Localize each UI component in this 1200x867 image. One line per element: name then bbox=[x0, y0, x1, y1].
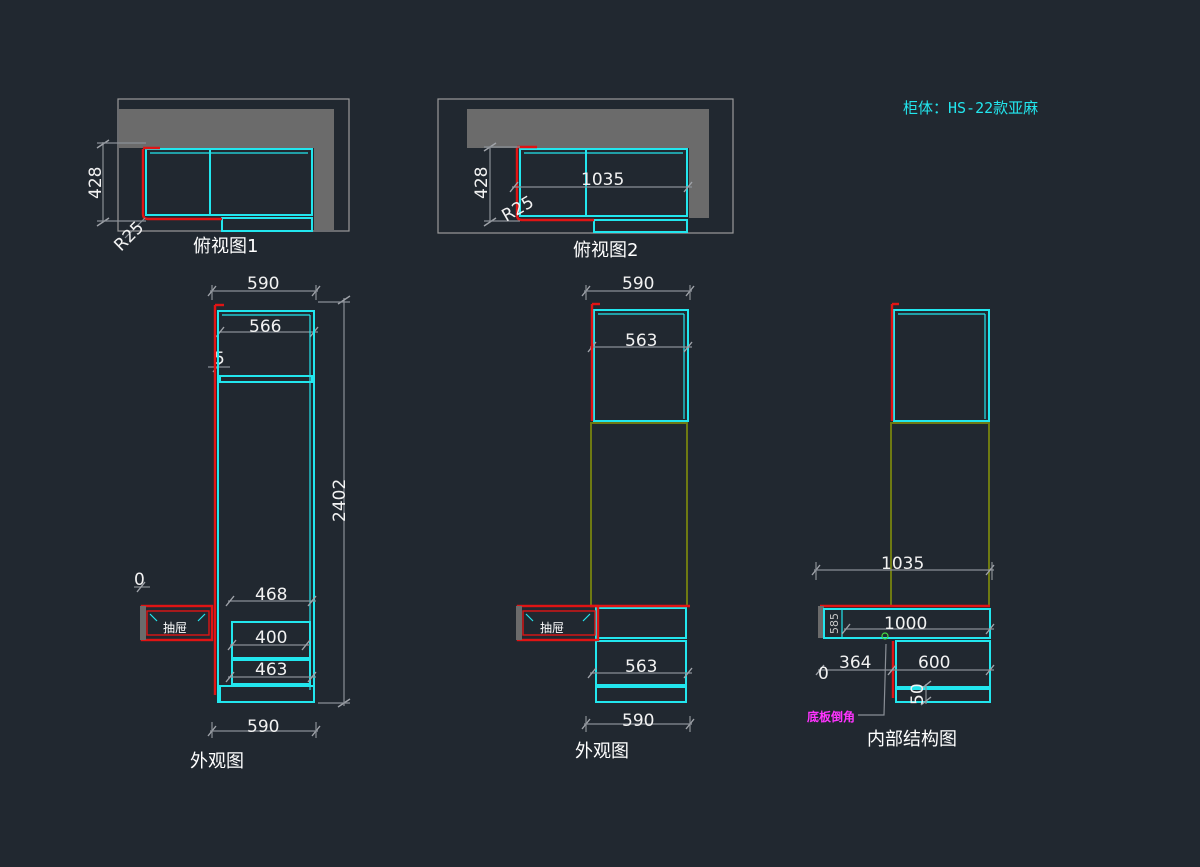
elevation-1-handle-label: 抽屉 bbox=[163, 621, 187, 635]
internal-zero-dim: 0 bbox=[818, 664, 829, 684]
top-view-2-width-dim: 1035 bbox=[581, 170, 624, 190]
internal-title: 内部结构图 bbox=[867, 729, 957, 750]
elevation-1-zero-dim: 0 bbox=[134, 570, 145, 590]
elevation-1-plinth bbox=[219, 685, 315, 703]
internal-small-dim: 50 bbox=[908, 683, 928, 705]
top-view-1-title: 俯视图1 bbox=[193, 236, 258, 257]
elevation-2-upper-cabinet bbox=[593, 309, 689, 422]
elevation-2-drawer-1 bbox=[595, 607, 687, 639]
top-view-1-radius-dim: R25 bbox=[110, 218, 148, 256]
internal-lower-drawer bbox=[895, 640, 991, 688]
top-view-2-wall bbox=[467, 109, 709, 218]
elevation-1-height-dim: 2402 bbox=[330, 479, 350, 522]
elevation-2-drawer-2 bbox=[595, 640, 687, 686]
top-view-2-cabinet bbox=[519, 148, 688, 217]
elevation-view-1: 590 566 5 2402 468 400 bbox=[134, 274, 351, 772]
elevation-1-shelf bbox=[219, 375, 313, 383]
internal-inner-dim: 1000 bbox=[884, 614, 927, 634]
elevation-2-appliance-opening bbox=[590, 422, 688, 607]
top-view-2-door-edge bbox=[515, 148, 594, 222]
elevation-1-inner-dim: 566 bbox=[249, 317, 281, 337]
elevation-1-drawer-shelf-dim: 468 bbox=[255, 585, 287, 605]
top-view-2-frame bbox=[437, 98, 734, 234]
elevation-1-drawer-2-dim: 463 bbox=[255, 660, 287, 680]
internal-side-dim: 364 bbox=[839, 653, 871, 673]
top-view-2-depth-dim: 428 bbox=[472, 167, 492, 199]
elevation-2-plinth bbox=[595, 686, 687, 703]
elevation-view-2: 590 563 563 抽屉 590 bbox=[516, 274, 695, 762]
elevation-2-title: 外观图 bbox=[575, 741, 629, 762]
top-view-2-lower-box bbox=[593, 219, 688, 233]
cabinet-label: 柜体：HS-22款亚麻 bbox=[903, 99, 1038, 117]
internal-callout-label: 底板倒角 bbox=[807, 709, 855, 724]
top-view-1-wall bbox=[119, 109, 334, 230]
top-view-1-cabinet bbox=[145, 148, 313, 216]
top-view-1-depth-dim: 428 bbox=[86, 167, 106, 199]
top-view-1-lower-box bbox=[221, 217, 313, 232]
elevation-1-drawer-1-dim: 400 bbox=[255, 628, 287, 648]
elevation-2-upper-dim: 563 bbox=[625, 331, 657, 351]
top-view-2: 1035 428 R25 俯视图2 bbox=[437, 98, 734, 261]
internal-total-dim: 1035 bbox=[881, 554, 924, 574]
top-view-1: 428 R25 俯视图1 bbox=[86, 98, 350, 257]
elevation-1-drawer-2 bbox=[231, 659, 311, 685]
elevation-1-bottom-dim: 590 bbox=[247, 717, 279, 737]
elevation-1-gap-dim: 5 bbox=[214, 349, 225, 369]
elevation-2-top-dim: 590 bbox=[622, 274, 654, 294]
elevation-1-top-dim: 590 bbox=[247, 274, 279, 294]
internal-upper-cabinet bbox=[893, 309, 990, 422]
elevation-1-title: 外观图 bbox=[190, 751, 244, 772]
internal-structure-view: 1035 585 1000 364 600 0 50 底板倒角 内部结构图 bbox=[807, 302, 995, 750]
elevation-2-lower-dim: 563 bbox=[625, 657, 657, 677]
internal-appliance-opening bbox=[890, 422, 990, 607]
top-view-1-door-edge bbox=[141, 149, 222, 221]
elevation-2-handle-label: 抽屉 bbox=[540, 621, 564, 635]
elevation-2-bottom-dim: 590 bbox=[622, 711, 654, 731]
internal-right-dim: 600 bbox=[918, 653, 950, 673]
internal-plinth bbox=[895, 688, 991, 703]
internal-tag-dim: 585 bbox=[828, 613, 841, 634]
top-view-2-title: 俯视图2 bbox=[573, 240, 638, 261]
internal-base-cabinet bbox=[823, 608, 991, 639]
